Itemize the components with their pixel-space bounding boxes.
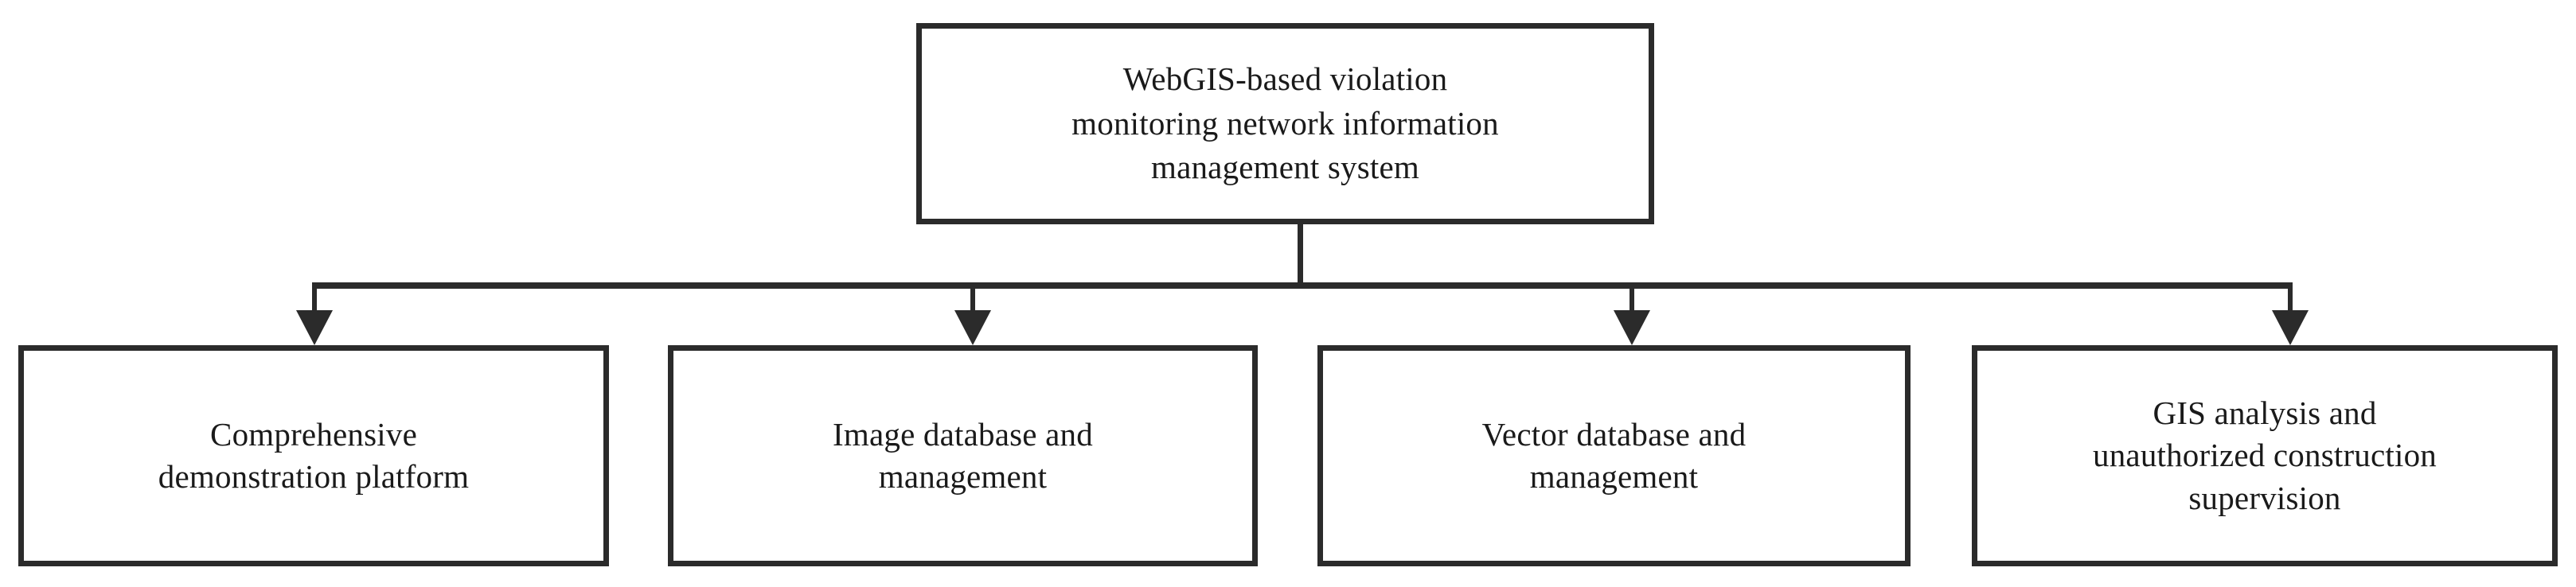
arrowhead-icon-2 — [1614, 310, 1650, 345]
connector-drop-1 — [970, 282, 975, 313]
connector-root-stem — [1298, 224, 1303, 288]
arrowhead-icon-0 — [296, 310, 333, 345]
node-vector-database-and-management[interactable]: Vector database and management — [1317, 345, 1911, 566]
arrowhead-icon-3 — [2272, 310, 2309, 345]
node-root-label: WebGIS-based violation monitoring networ… — [1071, 60, 1499, 186]
node-leaf-label-2: Vector database and management — [1481, 415, 1747, 495]
node-leaf-label-1: Image database and management — [833, 415, 1093, 495]
node-leaf-label-0: Comprehensive demonstration platform — [158, 415, 470, 495]
node-root-system[interactable]: WebGIS-based violation monitoring networ… — [916, 23, 1654, 224]
node-image-database-and-management[interactable]: Image database and management — [668, 345, 1258, 566]
connector-drop-2 — [1630, 282, 1634, 313]
arrowhead-icon-1 — [954, 310, 991, 345]
node-gis-analysis-and-unauthorized-construction-supervision[interactable]: GIS analysis and unauthorized constructi… — [1972, 345, 2558, 566]
connector-drop-3 — [2288, 282, 2293, 313]
node-leaf-label-3: GIS analysis and unauthorized constructi… — [2093, 395, 2437, 516]
node-comprehensive-demonstration-platform[interactable]: Comprehensive demonstration platform — [18, 345, 609, 566]
connector-horizontal-bus — [312, 282, 2293, 289]
connector-drop-0 — [312, 282, 317, 313]
